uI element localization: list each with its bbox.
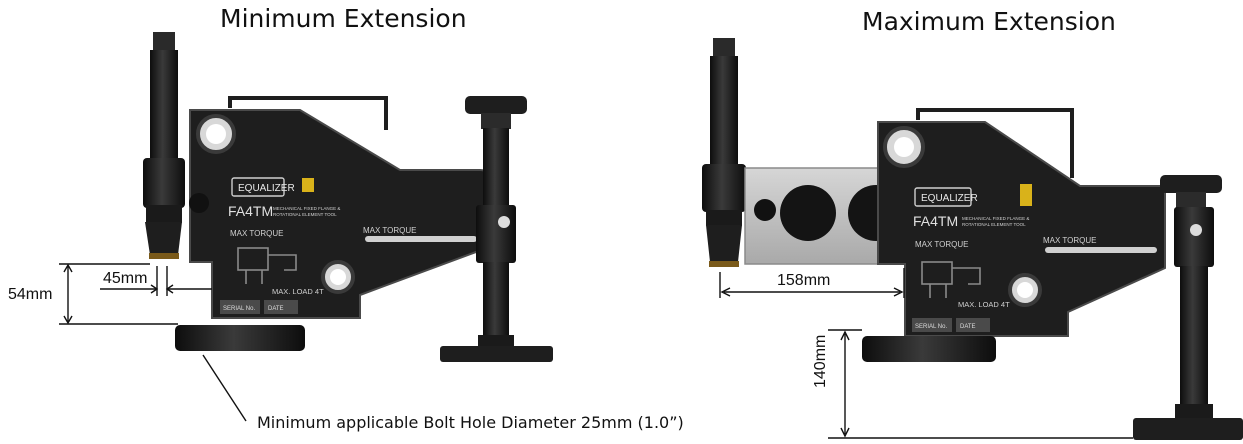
serial-plate bbox=[220, 300, 260, 314]
column-collar bbox=[143, 158, 185, 208]
serial-plate bbox=[912, 318, 952, 332]
date-label: DATE bbox=[268, 306, 284, 312]
left-column bbox=[710, 56, 738, 166]
model-text: FA4TM bbox=[913, 213, 958, 229]
serial-label: SERIAL No. bbox=[223, 306, 255, 312]
column-nut bbox=[706, 210, 742, 226]
jack-housing bbox=[476, 205, 516, 263]
handle-loop bbox=[916, 108, 1074, 178]
minimum-horizontal-dimension: 45mm bbox=[103, 270, 148, 287]
tool-body bbox=[877, 121, 1166, 337]
description-line-2: ROTATIONAL ELEMENT TOOL bbox=[273, 212, 337, 217]
jack-housing bbox=[1174, 207, 1214, 267]
bolt-hole-note: Minimum applicable Bolt Hole Diameter 25… bbox=[257, 413, 684, 432]
maximum-extension-tool: EQUALIZER FA4TM MECHANICAL FIXED FLANGE … bbox=[702, 38, 1243, 440]
description-line-1: MECHANICAL FIXED FLANGE & bbox=[273, 206, 340, 211]
minimum-vertical-dimension: 54mm bbox=[8, 286, 53, 303]
max-torque-label-2: MAX TORQUE bbox=[1043, 236, 1097, 245]
date-plate bbox=[956, 318, 990, 332]
column-top bbox=[153, 32, 175, 52]
max-torque-label-2: MAX TORQUE bbox=[363, 226, 417, 235]
brand-text: EQUALIZER bbox=[921, 193, 978, 204]
torque-slot bbox=[365, 236, 477, 242]
tip-pad bbox=[709, 261, 739, 267]
lower-hole-inner bbox=[1017, 282, 1033, 298]
etched-tool-graphic bbox=[237, 247, 297, 284]
max-torque-label: MAX TORQUE bbox=[230, 229, 284, 238]
description-line-2: ROTATIONAL ELEMENT TOOL bbox=[962, 222, 1026, 227]
date-plate bbox=[264, 300, 298, 314]
torque-slot bbox=[1045, 247, 1157, 253]
plate-knob bbox=[754, 199, 776, 221]
left-column bbox=[150, 50, 178, 160]
etched-tool-graphic bbox=[921, 261, 981, 298]
max-load-label: MAX. LOAD 4T bbox=[958, 300, 1010, 309]
serial-label: SERIAL No. bbox=[915, 324, 947, 330]
max-load-label: MAX. LOAD 4T bbox=[272, 287, 324, 296]
bottom-foot bbox=[862, 336, 996, 362]
jack-knob bbox=[465, 96, 527, 114]
jack-neck bbox=[1176, 192, 1206, 208]
maximum-extension-heading: Maximum Extension bbox=[862, 7, 1116, 36]
side-knob bbox=[189, 193, 209, 213]
model-text: FA4TM bbox=[228, 203, 273, 219]
column-tip bbox=[706, 225, 742, 262]
jack-base bbox=[440, 346, 553, 362]
minimum-dimension-lines bbox=[59, 263, 247, 422]
mounting-hole-inner bbox=[894, 137, 914, 157]
handle-loop bbox=[228, 96, 388, 130]
jack-neck bbox=[481, 113, 511, 129]
tip-pad bbox=[149, 253, 179, 259]
max-torque-label: MAX TORQUE bbox=[915, 240, 969, 249]
maximum-vertical-dimension: 140mm bbox=[812, 334, 829, 388]
date-label: DATE bbox=[960, 324, 976, 330]
warning-label bbox=[1020, 184, 1032, 206]
jack-logo bbox=[1190, 224, 1202, 236]
jack-lower bbox=[483, 262, 509, 337]
jack-knob bbox=[1160, 175, 1222, 193]
jack-nut bbox=[478, 335, 514, 347]
jack-logo bbox=[498, 216, 510, 228]
brand-badge bbox=[231, 177, 285, 197]
jack-base bbox=[1133, 418, 1243, 440]
jack-upper bbox=[483, 128, 509, 208]
minimum-extension-heading: Minimum Extension bbox=[220, 4, 467, 33]
column-top bbox=[713, 38, 735, 58]
lower-hole-inner bbox=[330, 269, 346, 285]
bottom-foot bbox=[175, 325, 305, 351]
maximum-horizontal-dimension: 158mm bbox=[777, 272, 831, 289]
warning-label bbox=[302, 178, 314, 192]
maximum-dimension-lines bbox=[719, 268, 1133, 439]
jack-lower bbox=[1180, 266, 1208, 406]
column-nut bbox=[146, 205, 182, 223]
jack-nut bbox=[1175, 404, 1213, 418]
mounting-hole-inner bbox=[206, 124, 226, 144]
column-tip bbox=[145, 222, 182, 255]
column-collar bbox=[702, 164, 746, 212]
minimum-extension-tool: EQUALIZER FA4TM MECHANICAL FIXED FLANGE … bbox=[143, 32, 553, 362]
description-line-1: MECHANICAL FIXED FLANGE & bbox=[962, 216, 1029, 221]
brand-badge bbox=[914, 187, 972, 207]
brand-text: EQUALIZER bbox=[238, 183, 295, 194]
plate-hole-1 bbox=[780, 185, 836, 241]
